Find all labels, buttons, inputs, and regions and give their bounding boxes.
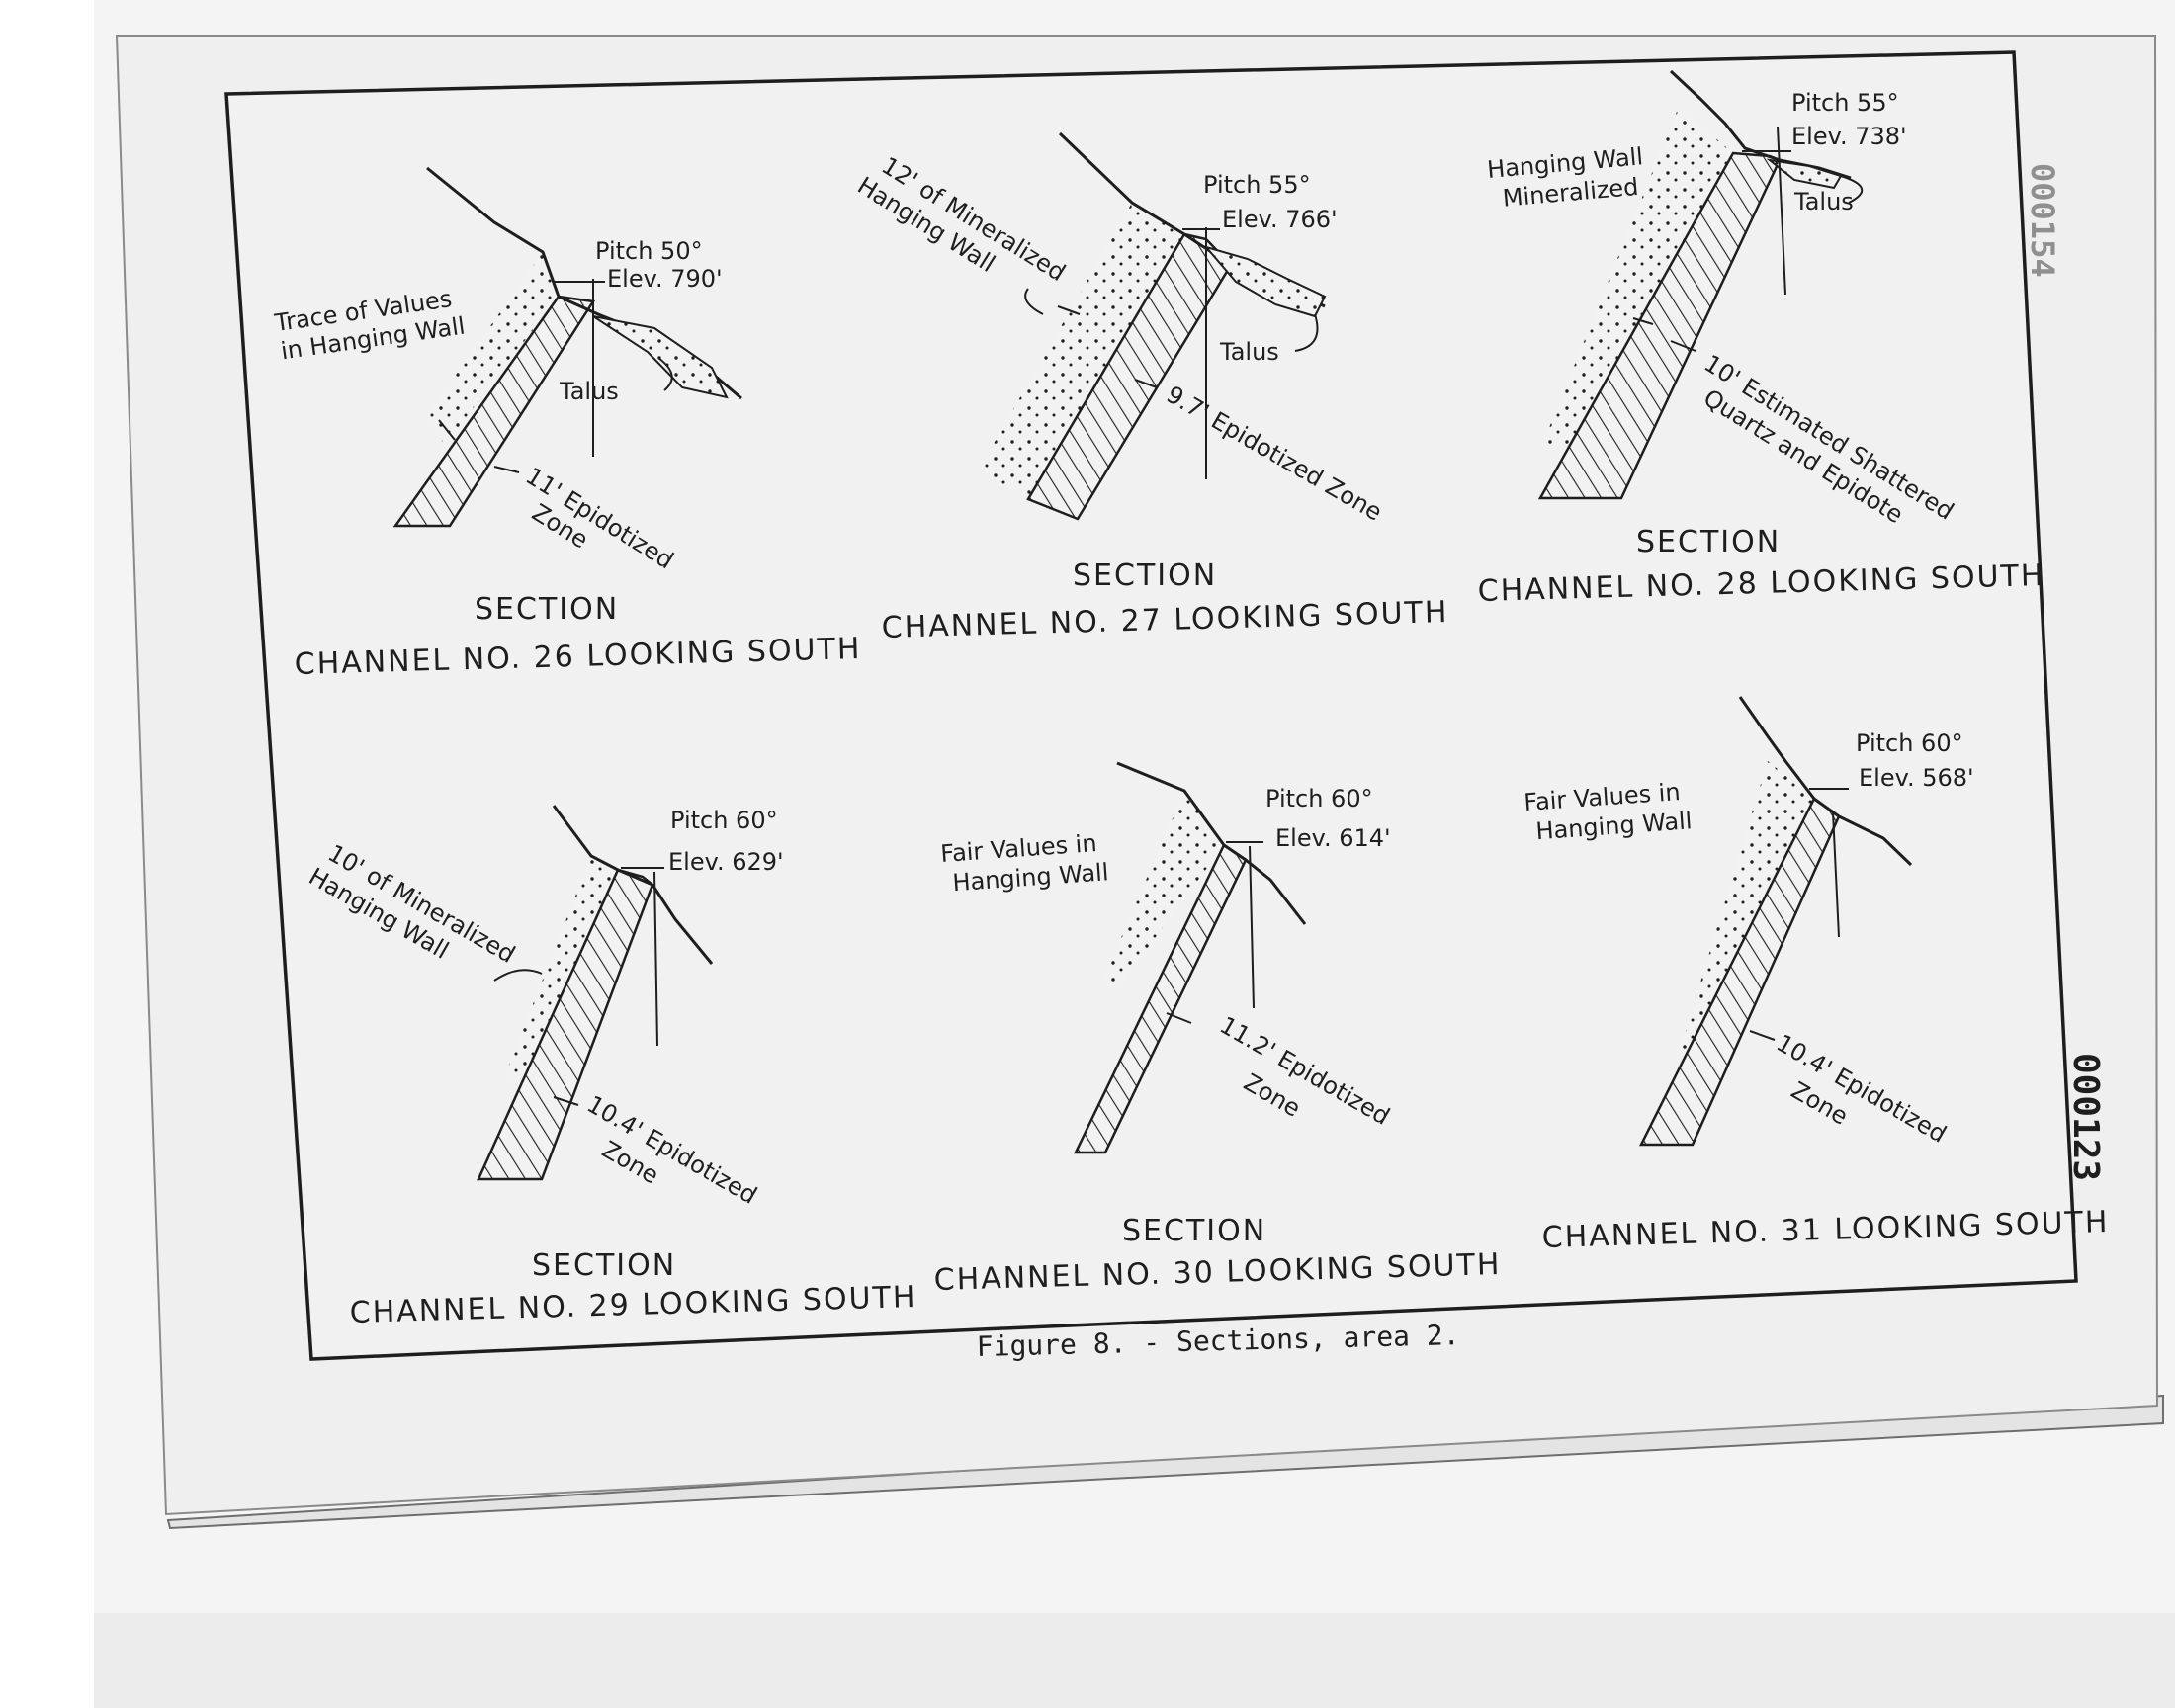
- zone-leader: [553, 1096, 579, 1106]
- pitch-label: Pitch 60°: [1265, 785, 1373, 812]
- vertical-reference-line: [1249, 845, 1255, 1009]
- hanging-wall-leader: [493, 969, 543, 982]
- zone-leader: [1166, 1012, 1192, 1024]
- pitch-label: Pitch 55°: [1791, 89, 1899, 117]
- vertical-reference-line: [1832, 811, 1840, 938]
- stipple-zone: [979, 203, 1184, 499]
- talus-label: Talus: [559, 378, 619, 405]
- stipple-zone: [504, 856, 618, 1082]
- vertical-reference-line: [1777, 126, 1786, 296]
- hanging-wall-tick: [1632, 317, 1654, 325]
- elevation-label: Elev. 614': [1275, 824, 1391, 852]
- talus-label: Talus: [1219, 338, 1279, 366]
- page-number-stamp: 000123: [2065, 1053, 2106, 1181]
- zone-leader: [1670, 340, 1696, 352]
- talus-leader: [657, 357, 673, 391]
- elevation-label: Elev. 766': [1222, 206, 1338, 233]
- elevation-label: Elev. 568': [1859, 764, 1974, 792]
- elevation-label: Elev. 790': [607, 265, 723, 293]
- zone-leader: [493, 466, 520, 473]
- section-heading: SECTION: [475, 592, 619, 627]
- ground-surface: [1116, 761, 1307, 925]
- epidotized-zone: [392, 295, 596, 528]
- stipple-zone: [1542, 107, 1733, 445]
- pitch-label: Pitch 60°: [1856, 729, 1963, 757]
- section-heading: SECTION: [1636, 525, 1781, 559]
- ground-surface: [1669, 69, 1852, 180]
- pitch-label: Pitch 50°: [595, 237, 703, 265]
- talus-deposit: [1203, 245, 1327, 318]
- vertical-reference-line: [653, 871, 658, 1047]
- talus-deposit: [1766, 158, 1843, 190]
- talus-leader: [1294, 313, 1319, 352]
- talus-label: Talus: [1793, 188, 1854, 215]
- hanging-wall-leader: [1024, 288, 1044, 315]
- pitch-label: Pitch 60°: [670, 807, 778, 834]
- stipple-zone: [1102, 791, 1224, 986]
- elevation-label: Elev. 629': [668, 848, 784, 876]
- stipple-zone: [425, 252, 559, 445]
- elevation-label: Elev. 738': [1791, 123, 1907, 150]
- section-heading: SECTION: [1073, 558, 1217, 593]
- zone-leader: [1749, 1030, 1776, 1041]
- epidotized-zone: [1026, 232, 1233, 521]
- talus-leader: [1840, 175, 1863, 204]
- ground-surface: [1738, 696, 1913, 867]
- zone-leader: [1134, 379, 1158, 388]
- section-heading: SECTION: [1122, 1214, 1266, 1248]
- faded-page-stamp: 000154: [2024, 163, 2061, 278]
- pitch-label: Pitch 55°: [1203, 171, 1311, 199]
- talus-deposit: [592, 315, 729, 399]
- section-heading: SECTION: [532, 1248, 676, 1283]
- hanging-wall-tick: [438, 419, 456, 441]
- hanging-wall-tick: [1057, 305, 1081, 315]
- scan-bottom-band: [94, 1613, 2175, 1708]
- ground-surface: [552, 805, 714, 965]
- epidotized-zone: [477, 868, 654, 1181]
